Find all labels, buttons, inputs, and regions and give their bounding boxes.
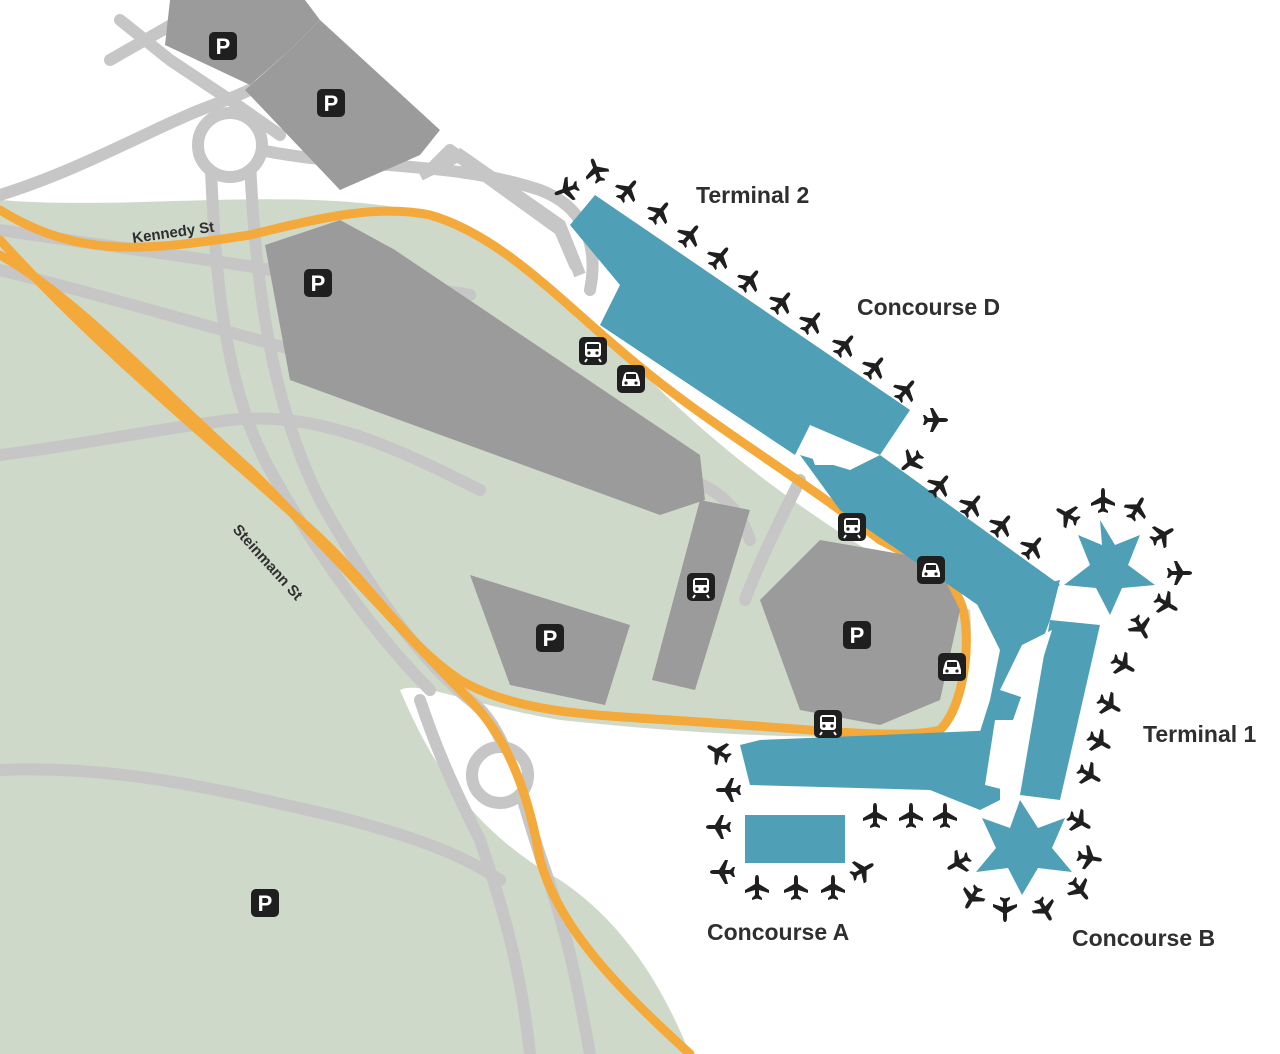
- airplane-icon: [1031, 896, 1054, 921]
- airplane-icon: [676, 225, 699, 249]
- airplane-icon: [798, 312, 821, 336]
- airplane-icon: [1153, 590, 1178, 613]
- airplanes: [554, 158, 1192, 922]
- airplane-icon: [1066, 808, 1091, 831]
- airplane-icon: [1056, 506, 1081, 529]
- airplane-icon: [861, 357, 884, 381]
- airplane-icon: [1096, 691, 1121, 714]
- parking-icon: P: [304, 269, 332, 297]
- airplane-icon: [892, 380, 915, 404]
- airplane-icon: [831, 335, 854, 359]
- airplane-icon: [1091, 488, 1115, 513]
- airplane-icon: [736, 270, 759, 294]
- airplane-icon: [784, 875, 808, 900]
- airplane-icon: [923, 408, 948, 432]
- airplane-icon: [1076, 761, 1101, 784]
- airplane-icon: [933, 803, 957, 828]
- parking-icon: P: [317, 89, 345, 117]
- label-concourse-a: Concourse A: [707, 919, 849, 945]
- taxi-icon: [938, 653, 966, 681]
- airplane-icon: [707, 743, 732, 766]
- airplane-icon: [585, 158, 610, 184]
- label-concourse-d: Concourse D: [857, 294, 1000, 320]
- parking-icon: P: [251, 889, 279, 917]
- concourse-a-pier: [740, 730, 1000, 810]
- terminal-voids: [806, 440, 1052, 790]
- airplane-icon: [706, 247, 729, 271]
- train-icon: [838, 513, 866, 541]
- airplane-icon: [899, 803, 923, 828]
- airplane-icon: [1167, 561, 1192, 585]
- train-icon: [579, 337, 607, 365]
- airplane-icon: [901, 448, 925, 471]
- parking-building: [165, 0, 320, 85]
- parking-label: P: [324, 91, 339, 116]
- airplane-icon: [1123, 497, 1146, 522]
- airplane-icon: [958, 495, 981, 519]
- main-road-network: [0, 205, 971, 1054]
- roundabout: [192, 107, 268, 183]
- airplane-icon: [646, 202, 669, 226]
- train-icon: [687, 573, 715, 601]
- terminal-1-pier: [1020, 620, 1100, 800]
- airplane-icon: [554, 176, 580, 201]
- parking-icon: P: [209, 32, 237, 60]
- airplane-icon: [993, 897, 1017, 922]
- airplane-icon: [863, 803, 887, 828]
- airplane-icon: [988, 515, 1011, 539]
- parking-building: [265, 220, 705, 515]
- parking-icon: P: [536, 624, 564, 652]
- concourse-a-building: [745, 815, 845, 863]
- airplane-icon: [1019, 537, 1042, 561]
- parking-label: P: [543, 626, 558, 651]
- airplane-icon: [710, 860, 735, 884]
- concourse-b-hub: [976, 800, 1072, 895]
- airplane-icon: [1110, 651, 1135, 674]
- taxi-icon: [917, 556, 945, 584]
- airplane-icon: [1066, 876, 1089, 900]
- airplane-icon: [1076, 845, 1102, 870]
- airplane-icon: [963, 884, 986, 909]
- airplane-icon: [947, 849, 972, 872]
- airplane-icon: [1086, 728, 1111, 751]
- label-concourse-b: Concourse B: [1072, 925, 1215, 951]
- airplane-icon: [745, 875, 769, 900]
- parking-icon: P: [843, 621, 871, 649]
- terminal-2-building: [570, 195, 910, 455]
- airplane-icon: [849, 861, 874, 884]
- taxi-icon: [617, 365, 645, 393]
- train-icon: [814, 710, 842, 738]
- airplane-icon: [1149, 526, 1174, 549]
- road-outline: [417, 148, 586, 278]
- airplane-icon: [926, 475, 949, 499]
- label-terminal-2: Terminal 2: [696, 182, 809, 208]
- airplane-icon: [821, 875, 845, 900]
- airplane-icon: [706, 815, 731, 839]
- airplane-icon: [716, 778, 741, 802]
- parking-label: P: [258, 891, 273, 916]
- airplane-icon: [614, 180, 637, 204]
- label-terminal-1: Terminal 1: [1143, 721, 1257, 747]
- parking-label: P: [311, 271, 326, 296]
- parking-label: P: [850, 623, 865, 648]
- parking-label: P: [216, 34, 231, 59]
- airplane-icon: [1127, 614, 1150, 639]
- airplane-icon: [768, 292, 791, 316]
- concourse-d-connector: [800, 455, 1060, 620]
- terminal-1-satellite-hub: [1064, 520, 1155, 615]
